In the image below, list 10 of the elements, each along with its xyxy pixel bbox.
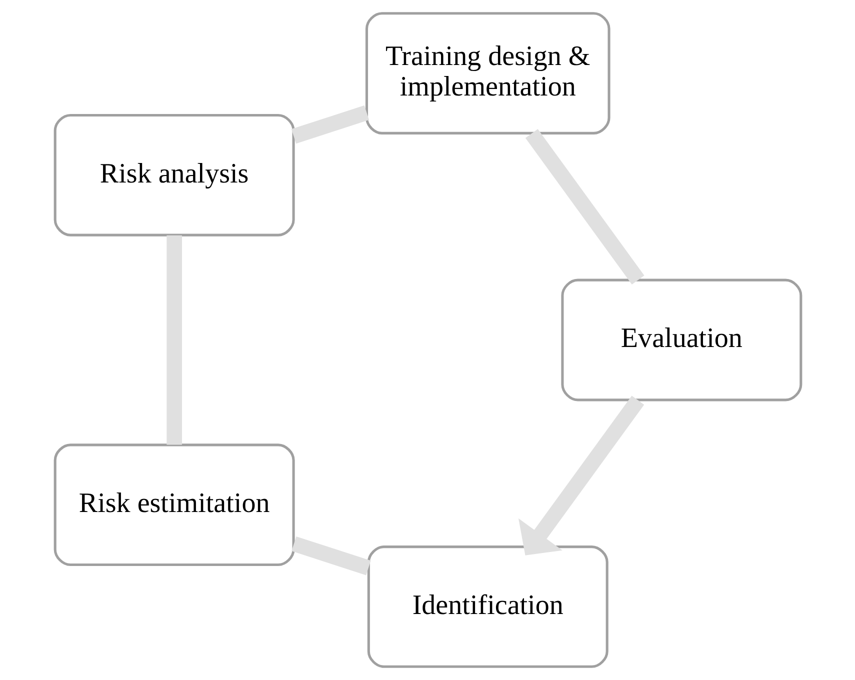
arrow	[518, 396, 644, 556]
node-box: Risk estimitation	[53, 444, 294, 566]
connector	[291, 536, 370, 576]
connector	[290, 105, 369, 144]
node-box: Training design & implementation	[364, 12, 610, 134]
node-box: Risk analysis	[53, 114, 294, 236]
node-box: Identification	[366, 546, 608, 668]
connector	[166, 235, 182, 445]
connector	[524, 128, 644, 285]
node-box: Evaluation	[560, 278, 802, 402]
